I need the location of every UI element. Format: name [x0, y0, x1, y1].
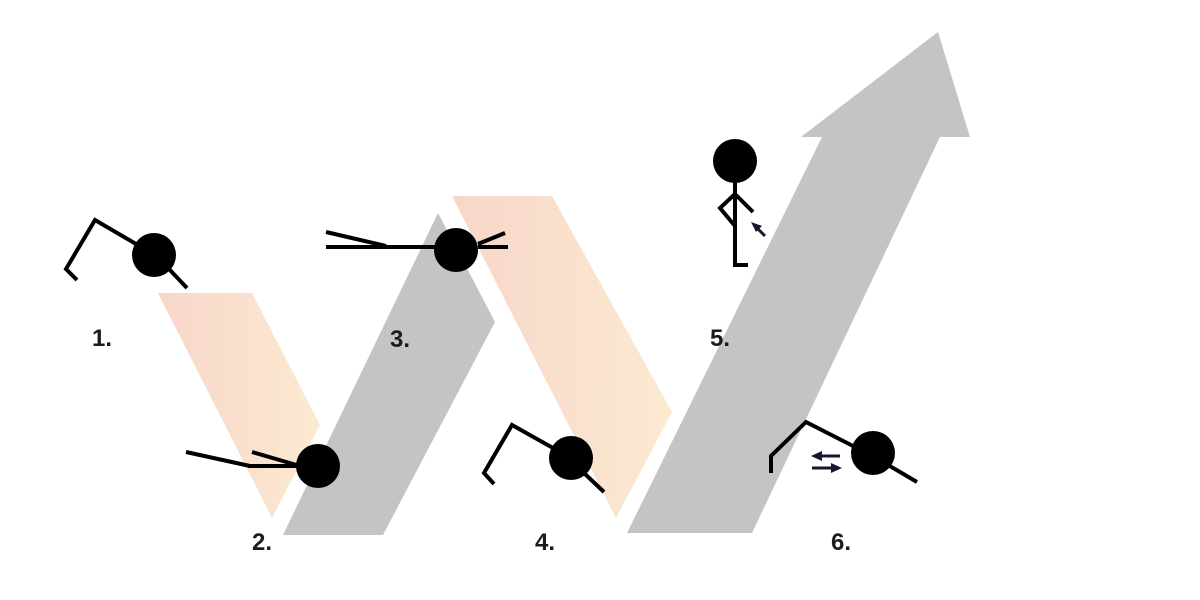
step-label-6: 6.	[831, 529, 852, 556]
step-label-2: 2.	[252, 529, 273, 556]
step-label-4: 4.	[535, 529, 556, 556]
peach-band-2	[452, 196, 672, 518]
step-label-1: 1.	[92, 325, 113, 352]
figure-1	[63, 217, 189, 290]
arrow-up-left-icon	[751, 222, 767, 238]
arrow-left-icon	[811, 451, 840, 461]
step-label-3: 3.	[390, 326, 411, 353]
step-label-5: 5.	[710, 325, 731, 352]
figure-3	[325, 228, 508, 272]
figure-6	[769, 419, 919, 484]
figure-2	[185, 444, 340, 488]
figure-5	[713, 139, 767, 267]
gray-arrow-band	[627, 32, 970, 533]
figure-4	[481, 422, 606, 494]
arrow-right-icon	[812, 463, 842, 473]
peach-band-1	[158, 293, 320, 518]
